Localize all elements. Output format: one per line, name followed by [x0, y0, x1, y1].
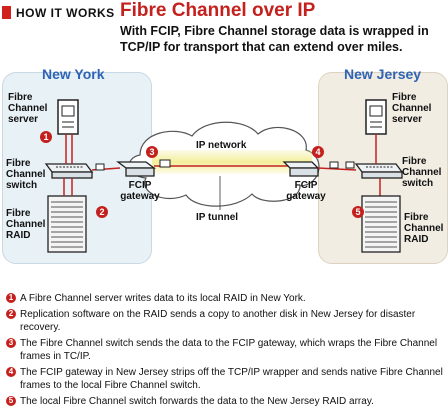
nj-gateway-switch-link [317, 167, 357, 171]
site-label-new-jersey: New Jersey [344, 66, 422, 82]
nj-switch-icon [354, 163, 404, 179]
nj-raid-label: Fibre Channel RAID [404, 212, 444, 245]
step-item: 2 Replication software on the RAID sends… [6, 308, 446, 334]
ny-raid-icon [47, 195, 87, 253]
diagram-step-5-badge: 5 [352, 206, 364, 218]
nj-server-label: Fibre Channel server [392, 92, 432, 125]
nj-frame-packet [329, 161, 339, 169]
step-number-badge: 3 [6, 338, 16, 348]
nj-raid-icon [361, 195, 401, 253]
steps-list: 1 A Fibre Channel server writes data to … [6, 292, 446, 411]
diagram-subtitle: With FCIP, Fibre Channel storage data is… [120, 24, 429, 54]
diagram-title: Fibre Channel over IP [120, 0, 316, 21]
step-number-badge: 1 [6, 293, 16, 303]
step-item: 1 A Fibre Channel server writes data to … [6, 292, 446, 305]
section-tag: HOW IT WORKS [16, 6, 115, 20]
step-number-badge: 5 [6, 396, 16, 406]
nj-gateway-label: FCIP gateway [286, 180, 326, 202]
ny-switch-label: Fibre Channel switch [6, 158, 46, 191]
site-label-new-york: New York [42, 66, 105, 82]
step-item: 4 The FCIP gateway in New Jersey strips … [6, 366, 446, 392]
diagram-step-4-badge: 4 [312, 146, 324, 158]
ny-frame-packet [95, 163, 105, 171]
ny-switch-icon [44, 163, 94, 179]
ip-network-label: IP network [196, 140, 247, 151]
step-text: The FCIP gateway in New Jersey strips of… [20, 367, 443, 391]
ny-gateway-label: FCIP gateway [120, 180, 160, 202]
section-marker [2, 6, 11, 19]
step-text: Replication software on the RAID sends a… [20, 309, 416, 333]
step-item: 5 The local Fibre Channel switch forward… [6, 395, 446, 408]
step-number-badge: 4 [6, 367, 16, 377]
step-number-badge: 2 [6, 309, 16, 319]
step-item: 3 The Fibre Channel switch sends the dat… [6, 337, 446, 363]
nj-gateway-icon [282, 161, 320, 177]
diagram-step-3-badge: 3 [146, 146, 158, 158]
wrapped-packet [159, 159, 171, 168]
diagram-step-1-badge: 1 [40, 131, 52, 143]
ny-server-label: Fibre Channel server [8, 92, 48, 125]
network-diagram [44, 99, 404, 253]
ny-raid-label: Fibre Channel RAID [6, 208, 46, 241]
ny-server-icon [57, 99, 79, 135]
step-text: The local Fibre Channel switch forwards … [20, 396, 374, 407]
diagram-step-2-badge: 2 [96, 206, 108, 218]
ny-gateway-icon [116, 161, 156, 177]
nj-switch-label: Fibre Channel switch [402, 156, 442, 189]
ip-tunnel-label: IP tunnel [196, 212, 239, 223]
nj-server-icon [365, 99, 387, 135]
step-text: The Fibre Channel switch sends the data … [20, 338, 438, 362]
step-text: A Fibre Channel server writes data to it… [20, 293, 306, 304]
